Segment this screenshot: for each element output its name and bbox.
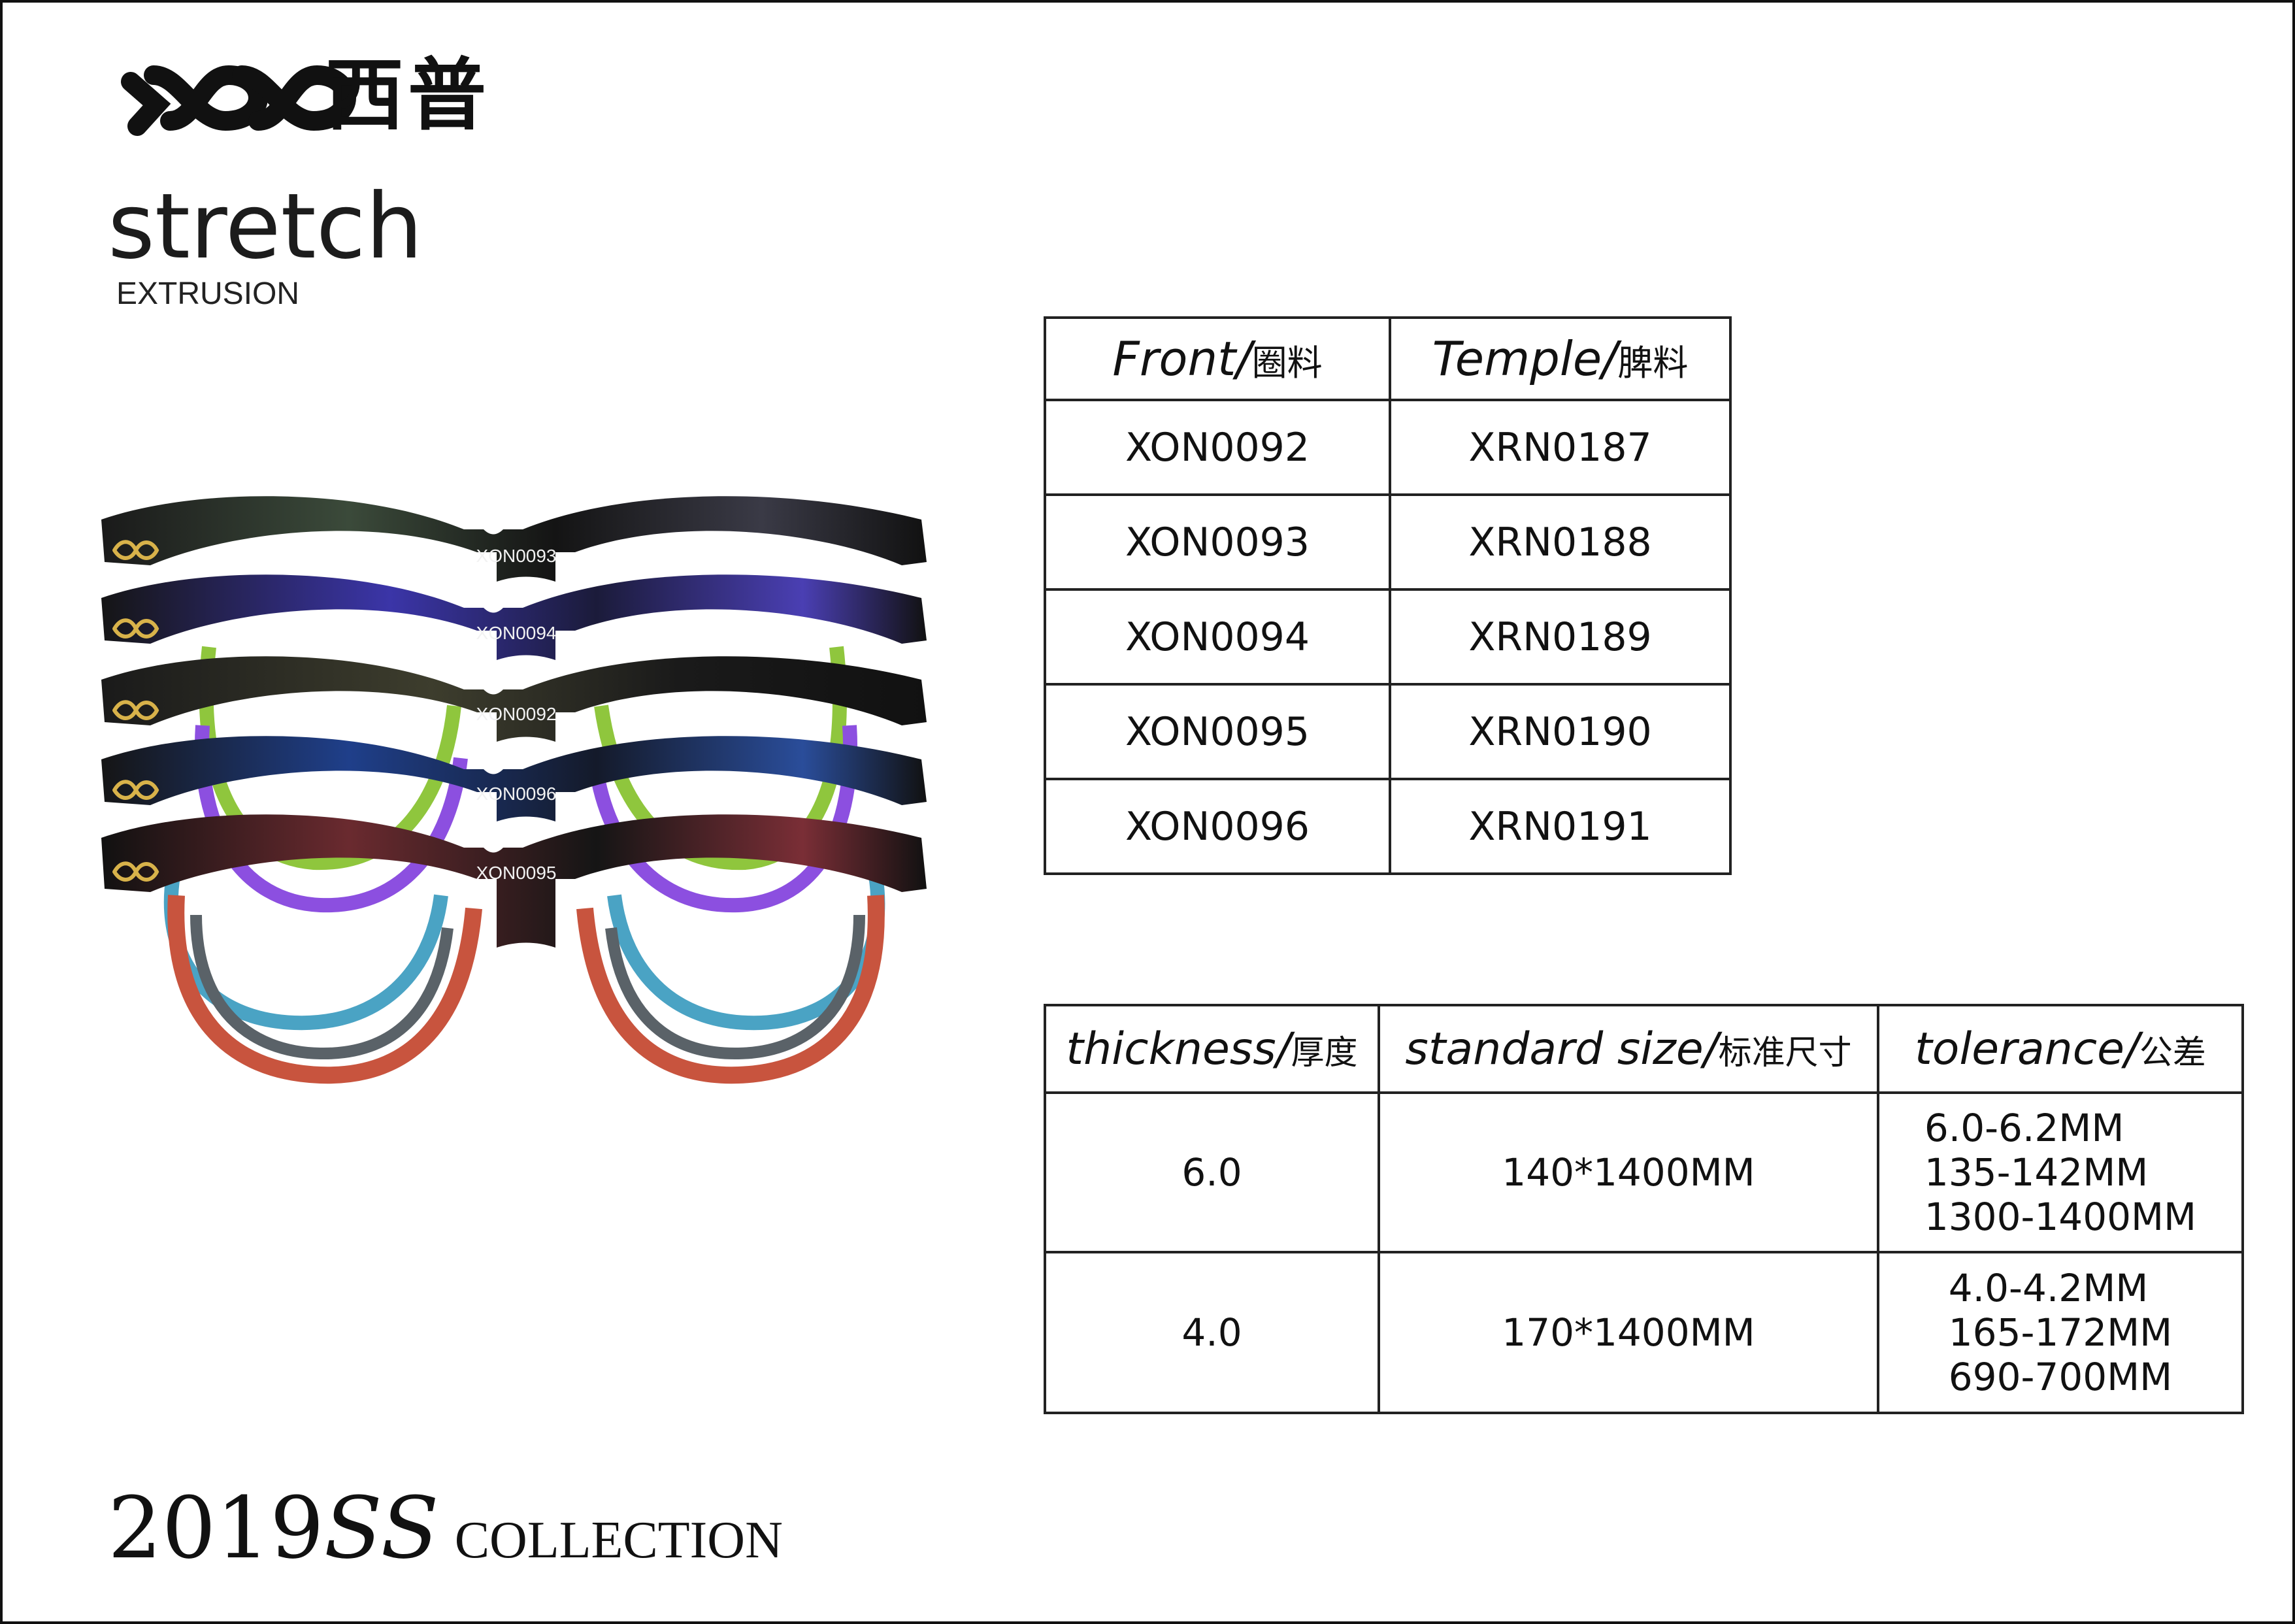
frame-label-2: XON0094 <box>476 623 557 643</box>
tolerance-value: 690-700MM <box>1948 1355 2173 1399</box>
brand-name: 西普 <box>325 50 490 141</box>
header-temple: Temple/脾料 <box>1389 316 1732 401</box>
header-standard-size: standard size/标准尺寸 <box>1378 1004 1879 1094</box>
spec-table: thickness/厚度 standard size/标准尺寸 toleranc… <box>1044 1004 2244 1414</box>
temple-code: XRN0189 <box>1389 588 1732 686</box>
temple-code: XRN0188 <box>1389 493 1732 591</box>
header-front: Front/圈料 <box>1044 316 1391 401</box>
temple-code: XRN0190 <box>1389 683 1732 780</box>
header-tolerance: tolerance/公差 <box>1877 1004 2244 1094</box>
tolerance-value: 4.0-4.2MM <box>1948 1266 2149 1310</box>
front-code: XON0093 <box>1044 493 1391 591</box>
frame-label-1: XON0093 <box>476 546 557 566</box>
frame-label-3: XON0092 <box>476 704 557 724</box>
collection-footer: 2019SS COLLECTION <box>108 1478 783 1578</box>
front-code: XON0094 <box>1044 588 1391 686</box>
brand-logo-icon <box>121 65 357 136</box>
table-header-row: Front/圈料 Temple/脾料 <box>1044 316 1732 401</box>
collection-label: COLLECTION <box>454 1512 783 1569</box>
header-thickness: thickness/厚度 <box>1044 1004 1380 1094</box>
frame-label-5: XON0095 <box>476 863 557 883</box>
tolerance-cell: 6.0-6.2MM 135-142MM 1300-1400MM <box>1877 1091 2244 1253</box>
front-code: XON0095 <box>1044 683 1391 780</box>
product-title: stretch <box>108 174 423 279</box>
thickness-value: 4.0 <box>1044 1251 1380 1414</box>
temple-code: XRN0187 <box>1389 399 1732 496</box>
tolerance-value: 1300-1400MM <box>1924 1195 2197 1239</box>
collection-season: SS <box>323 1478 439 1578</box>
product-subtitle: EXTRUSION <box>116 276 300 311</box>
size-value: 140*1400MM <box>1378 1091 1879 1253</box>
tolerance-cell: 4.0-4.2MM 165-172MM 690-700MM <box>1877 1251 2244 1414</box>
tolerance-value: 165-172MM <box>1948 1310 2173 1355</box>
eyeglass-frames-image: XON0093 XON0094 XON0092 XON0096 XON0095 <box>101 496 927 1084</box>
frame-label-4: XON0096 <box>476 784 557 804</box>
size-value: 170*1400MM <box>1378 1251 1879 1414</box>
front-code: XON0096 <box>1044 778 1391 875</box>
table-row: 6.0 140*1400MM 6.0-6.2MM 135-142MM 1300-… <box>1044 1091 2244 1253</box>
thickness-value: 6.0 <box>1044 1091 1380 1253</box>
temple-code: XRN0191 <box>1389 778 1732 875</box>
tolerance-value: 6.0-6.2MM <box>1924 1106 2124 1150</box>
tolerance-value: 135-142MM <box>1924 1150 2149 1195</box>
collection-year: 2019 <box>108 1478 324 1578</box>
front-code: XON0092 <box>1044 399 1391 496</box>
table-row: 4.0 170*1400MM 4.0-4.2MM 165-172MM 690-7… <box>1044 1251 2244 1414</box>
table-header-row: thickness/厚度 standard size/标准尺寸 toleranc… <box>1044 1004 2244 1094</box>
